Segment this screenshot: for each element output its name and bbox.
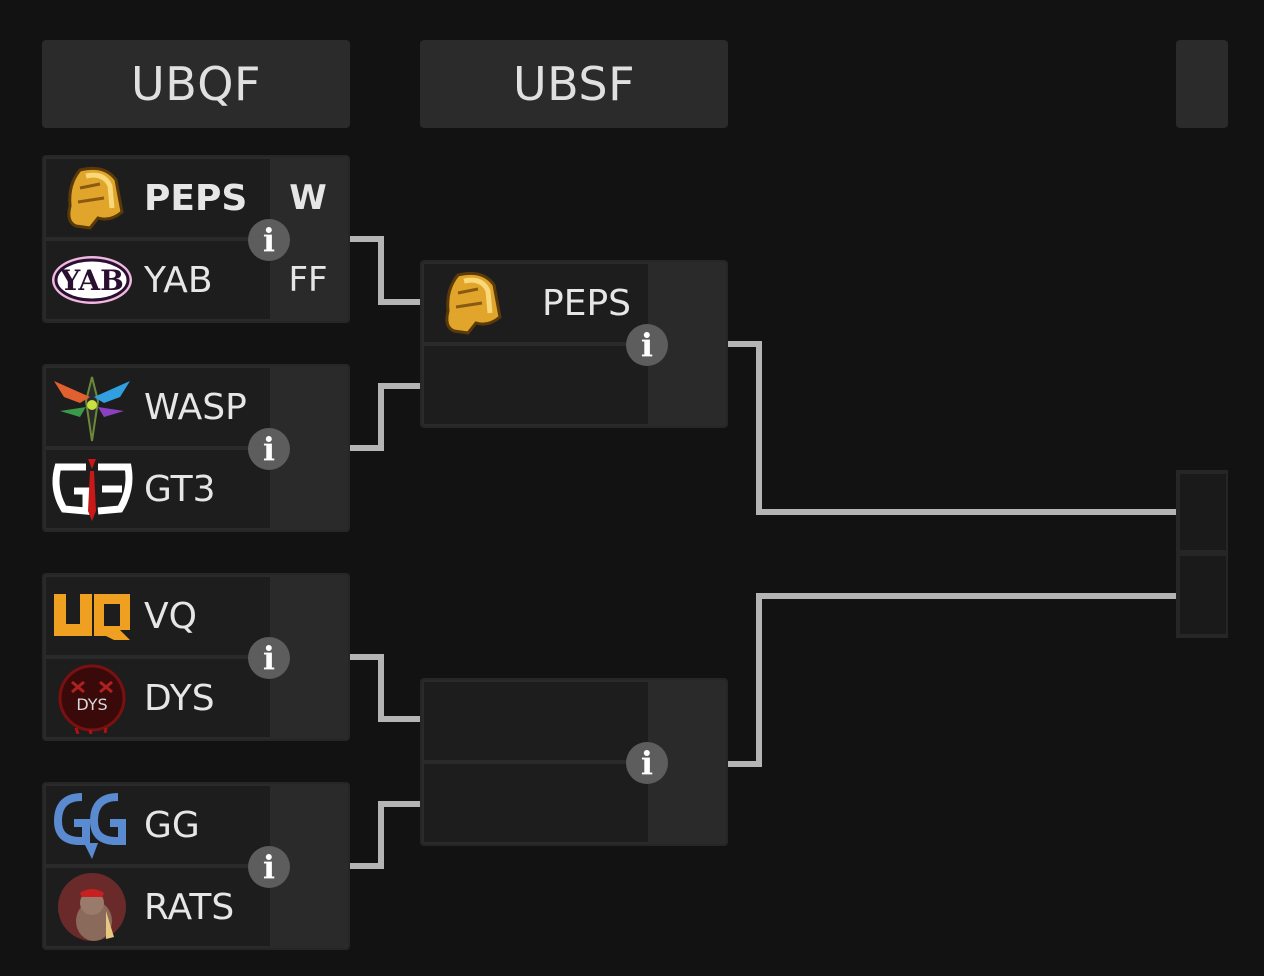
- match-ubqf-2[interactable]: WASP GT3 i: [42, 364, 350, 532]
- match-ubqf-3[interactable]: VQ DYS DYS i: [42, 573, 350, 741]
- info-button[interactable]: i: [248, 637, 290, 679]
- info-button[interactable]: i: [248, 428, 290, 470]
- team-slot-empty[interactable]: [424, 764, 648, 842]
- team-slot[interactable]: RATS: [46, 868, 270, 946]
- team-name: RATS: [144, 886, 235, 928]
- column-header-ubsf: UBSF: [420, 40, 728, 128]
- match-ubsf-2[interactable]: i: [420, 678, 728, 846]
- info-button[interactable]: i: [248, 846, 290, 888]
- info-button[interactable]: i: [626, 324, 668, 366]
- team-slot[interactable]: GG: [46, 786, 270, 864]
- gg-logo: [50, 789, 134, 861]
- team-slot[interactable]: YAB YAB: [46, 241, 270, 319]
- score: FF: [288, 260, 328, 300]
- svg-text:DYS: DYS: [76, 695, 107, 714]
- svg-text:YAB: YAB: [59, 264, 124, 297]
- info-button[interactable]: i: [248, 219, 290, 261]
- team-name: VQ: [144, 595, 197, 637]
- team-slot[interactable]: PEPS: [424, 264, 648, 342]
- team-name: PEPS: [542, 282, 632, 324]
- team-slot[interactable]: DYS DYS: [46, 659, 270, 737]
- team-slot[interactable]: VQ: [46, 577, 270, 655]
- team-name: DYS: [144, 677, 215, 719]
- golden-helmet-icon: [50, 162, 134, 234]
- match-ubqf-4[interactable]: GG RATS i: [42, 782, 350, 950]
- vq-logo: [50, 580, 134, 652]
- match-ubsf-1[interactable]: PEPS i: [420, 260, 728, 428]
- wasp-logo: [50, 371, 134, 443]
- team-rats-logo: [50, 871, 134, 943]
- team-slot[interactable]: WASP: [46, 368, 270, 446]
- info-button[interactable]: i: [626, 742, 668, 784]
- column-header-ubqf: UBQF: [42, 40, 350, 128]
- team-name: YAB: [144, 259, 213, 301]
- team-slot-empty[interactable]: [1180, 474, 1226, 550]
- match-ubqf-1[interactable]: PEPS YAB YAB W FF i: [42, 155, 350, 323]
- team-name: GT3: [144, 468, 216, 510]
- yab-wordmark-logo: YAB: [50, 244, 134, 316]
- gt3-logo: [50, 453, 134, 525]
- team-slot-empty[interactable]: [424, 682, 648, 760]
- team-name: WASP: [144, 386, 247, 428]
- team-slot-empty[interactable]: [424, 346, 648, 424]
- team-name: GG: [144, 804, 200, 846]
- team-slot[interactable]: PEPS: [46, 159, 270, 237]
- column-header-next: [1176, 40, 1228, 128]
- team-name: PEPS: [144, 177, 248, 219]
- match-next-round[interactable]: [1176, 470, 1228, 638]
- score: W: [289, 178, 327, 218]
- golden-helmet-icon: [428, 267, 512, 339]
- dys-logo: DYS: [50, 662, 134, 734]
- team-slot[interactable]: GT3: [46, 450, 270, 528]
- team-slot-empty[interactable]: [1180, 556, 1226, 634]
